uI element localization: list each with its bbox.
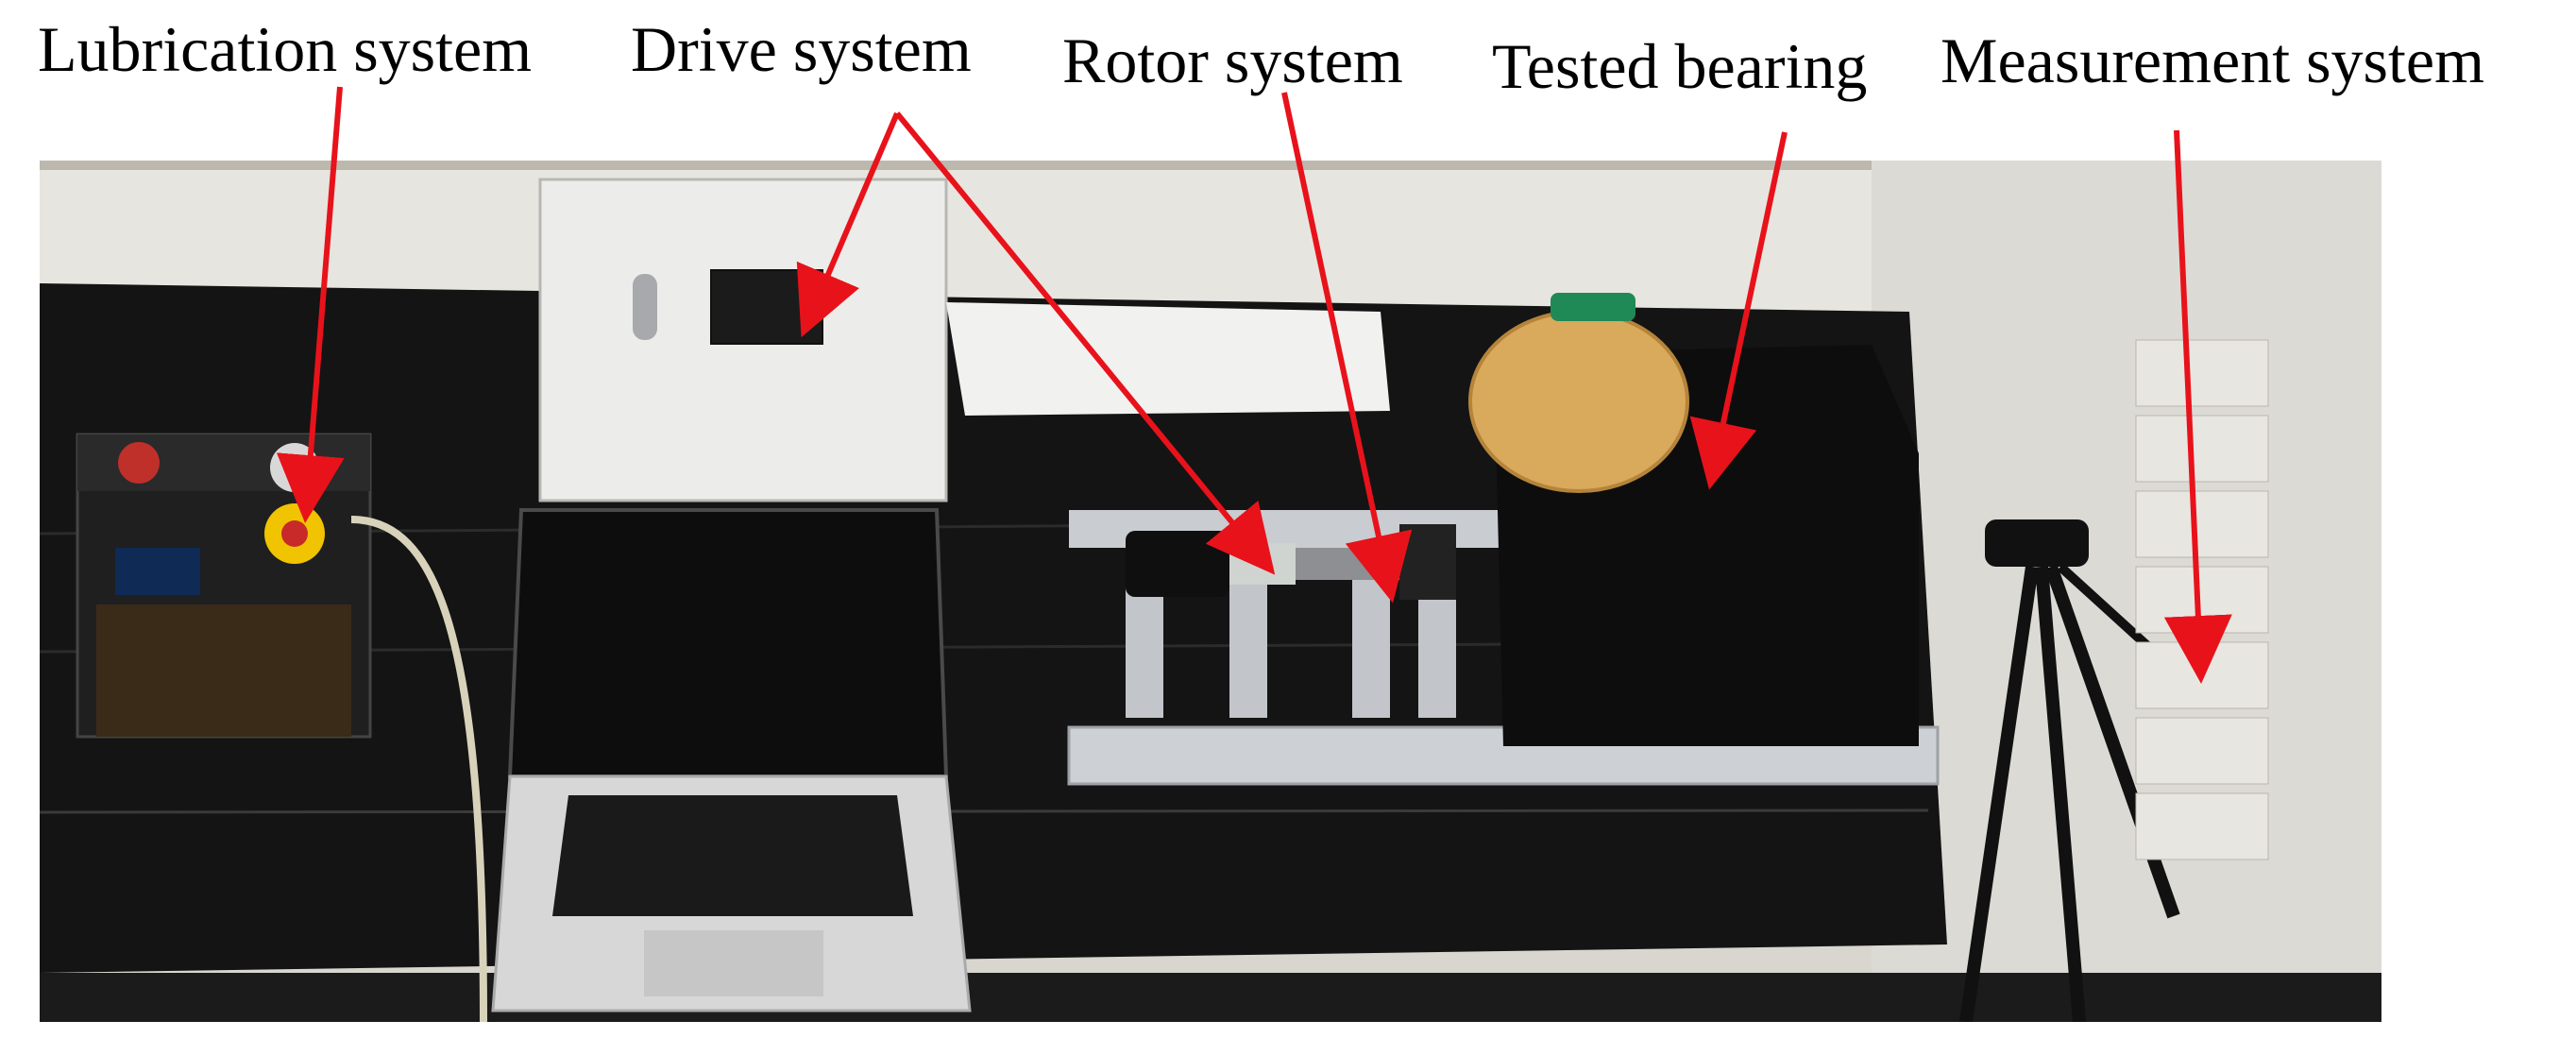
tested-bearing-label: Tested bearing bbox=[1492, 30, 1868, 102]
drive-system-label: Drive system bbox=[631, 13, 972, 85]
drawer-cabinet bbox=[2135, 339, 2269, 860]
lubrication-system-label: Lubrication system bbox=[38, 13, 533, 85]
laptop bbox=[491, 508, 972, 1012]
test-rig-illustration bbox=[40, 161, 2381, 1022]
bearing-plate bbox=[1468, 310, 1689, 493]
rotor-shaft bbox=[1296, 548, 1399, 580]
motor bbox=[1126, 531, 1229, 597]
drive-control-box bbox=[538, 178, 948, 502]
tripod-camera bbox=[1959, 519, 2180, 1022]
measurement-system-label: Measurement system bbox=[1940, 25, 2484, 96]
paper-sheet bbox=[946, 302, 1390, 416]
test-rig-photo bbox=[40, 161, 2381, 1022]
bearing-housing bbox=[1468, 293, 1919, 746]
rotor-system-label: Rotor system bbox=[1062, 25, 1403, 96]
right-wall bbox=[1872, 161, 2381, 1022]
